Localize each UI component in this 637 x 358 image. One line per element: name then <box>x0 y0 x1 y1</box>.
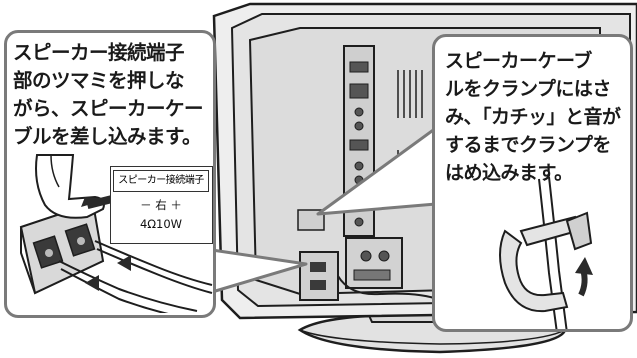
terminal-label-title: スピーカー接続端子 <box>113 170 209 192</box>
right-callout-text: スピーカーケーブ ルをクランプにはさ み、「カチッ」と音が するまでクランプを … <box>445 50 621 184</box>
speaker-terminal-illustration <box>19 154 213 313</box>
left-callout-text: スピーカー接続端子 部のツマミを押しな がら、スピーカーケー ブルを差し込みます… <box>13 41 204 148</box>
insert-arrow-1 <box>117 255 131 271</box>
cable-clamp-illustration <box>499 176 593 329</box>
left-callout: スピーカー接続端子 部のツマミを押しな がら、スピーカーケー ブルを差し込みます… <box>4 30 216 318</box>
insert-arrow-2 <box>85 275 99 291</box>
terminal-label: スピーカー接続端子 － 右 ＋ 4Ω10W <box>110 166 213 244</box>
terminal-label-rating: 4Ω10W <box>139 217 183 231</box>
right-callout: スピーカーケーブ ルをクランプにはさ み、「カチッ」と音が するまでクランプを … <box>432 34 633 332</box>
terminal-label-polarity: － 右 ＋ <box>140 198 182 212</box>
tv-speaker-terminal <box>299 251 339 301</box>
